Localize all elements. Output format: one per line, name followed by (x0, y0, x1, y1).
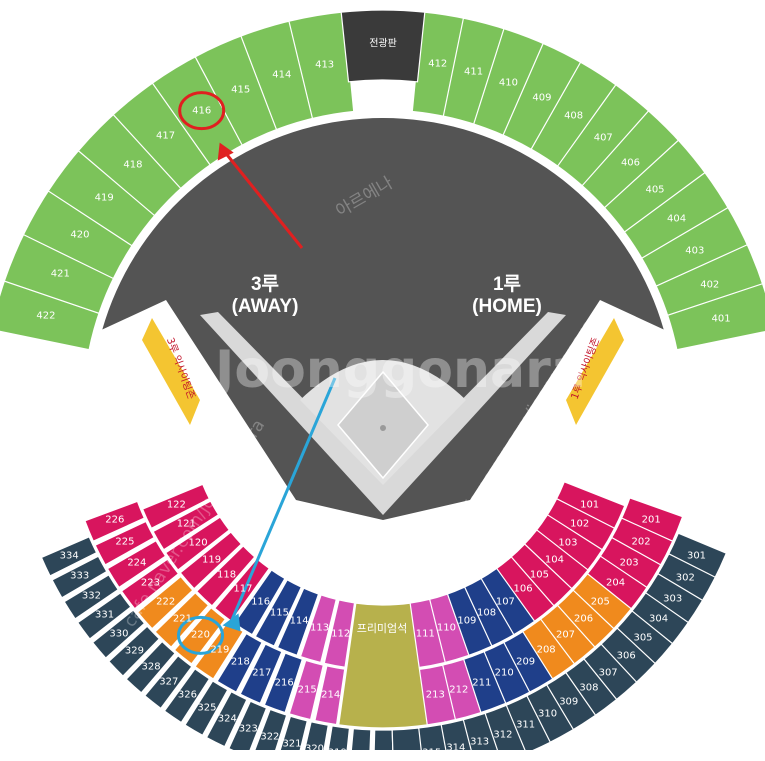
section-329[interactable] (107, 625, 161, 677)
section-215[interactable] (288, 659, 325, 721)
section-121[interactable] (152, 500, 220, 551)
section-321[interactable] (275, 715, 309, 750)
section-223[interactable] (120, 558, 180, 610)
section-label-318: 318 (350, 749, 370, 761)
highlight-circle-416 (178, 91, 226, 131)
section-322[interactable] (252, 708, 288, 750)
foul-lines (200, 312, 566, 515)
overlays-group (176, 91, 337, 655)
section-112[interactable] (323, 599, 356, 668)
section-319[interactable] (324, 725, 351, 750)
sections-group (0, 9, 765, 750)
section-333[interactable] (51, 555, 108, 599)
section-330[interactable] (91, 609, 146, 659)
section-413[interactable] (288, 11, 355, 120)
section-316[interactable] (391, 727, 424, 750)
left-exciting-zone[interactable] (142, 318, 200, 425)
section-114[interactable] (276, 587, 320, 657)
section-324[interactable] (205, 690, 248, 748)
home-label-line2: (HOME) (472, 296, 542, 317)
section-label-317: 317 (373, 750, 394, 761)
section-116[interactable] (233, 569, 286, 636)
away-label: 3루 (AWAY) (232, 274, 299, 318)
section-216[interactable] (263, 652, 304, 714)
section-226[interactable] (84, 500, 146, 543)
section-218[interactable] (216, 632, 263, 693)
section-326[interactable] (163, 668, 211, 724)
red-arrow-head (217, 142, 234, 161)
section-334[interactable] (40, 536, 98, 577)
scoreboard-block (340, 9, 426, 83)
red-arrow-line (222, 149, 304, 249)
section-224[interactable] (106, 539, 167, 589)
section-325[interactable] (184, 680, 229, 737)
section-119[interactable] (179, 531, 243, 590)
section-113[interactable] (299, 594, 338, 664)
section-401[interactable] (666, 282, 765, 351)
premium-seat-block[interactable] (338, 602, 428, 729)
section-217[interactable] (239, 643, 283, 705)
home-label: 1루 (HOME) (472, 274, 542, 318)
away-label-line2: (AWAY) (231, 296, 299, 317)
section-323[interactable] (228, 700, 268, 750)
section-225[interactable] (94, 520, 155, 566)
section-label-316: 316 (397, 749, 417, 761)
section-331[interactable] (76, 592, 132, 640)
section-214[interactable] (314, 665, 346, 726)
section-317[interactable] (373, 729, 394, 750)
section-318[interactable] (349, 727, 372, 750)
section-328[interactable] (125, 640, 176, 694)
watermark-main: Joonggonara (215, 340, 586, 400)
section-120[interactable] (164, 516, 231, 571)
away-label-line1: 3루 (250, 274, 280, 295)
section-327[interactable] (143, 654, 193, 710)
pitchers-mound (380, 425, 386, 431)
section-115[interactable] (254, 579, 303, 647)
blue-arrow-line (229, 377, 337, 624)
section-221[interactable] (154, 591, 210, 648)
section-118[interactable] (195, 545, 256, 607)
blue-arrow-head (222, 613, 241, 632)
right-exciting-zone[interactable] (566, 318, 624, 425)
field-group (102, 118, 664, 520)
home-label-line1: 1루 (492, 274, 522, 295)
section-332[interactable] (63, 574, 120, 620)
section-222[interactable] (136, 575, 194, 630)
section-122[interactable] (141, 483, 211, 530)
section-320[interactable] (299, 721, 329, 750)
highlight-circle-220 (176, 615, 224, 655)
field-outline (102, 118, 664, 520)
